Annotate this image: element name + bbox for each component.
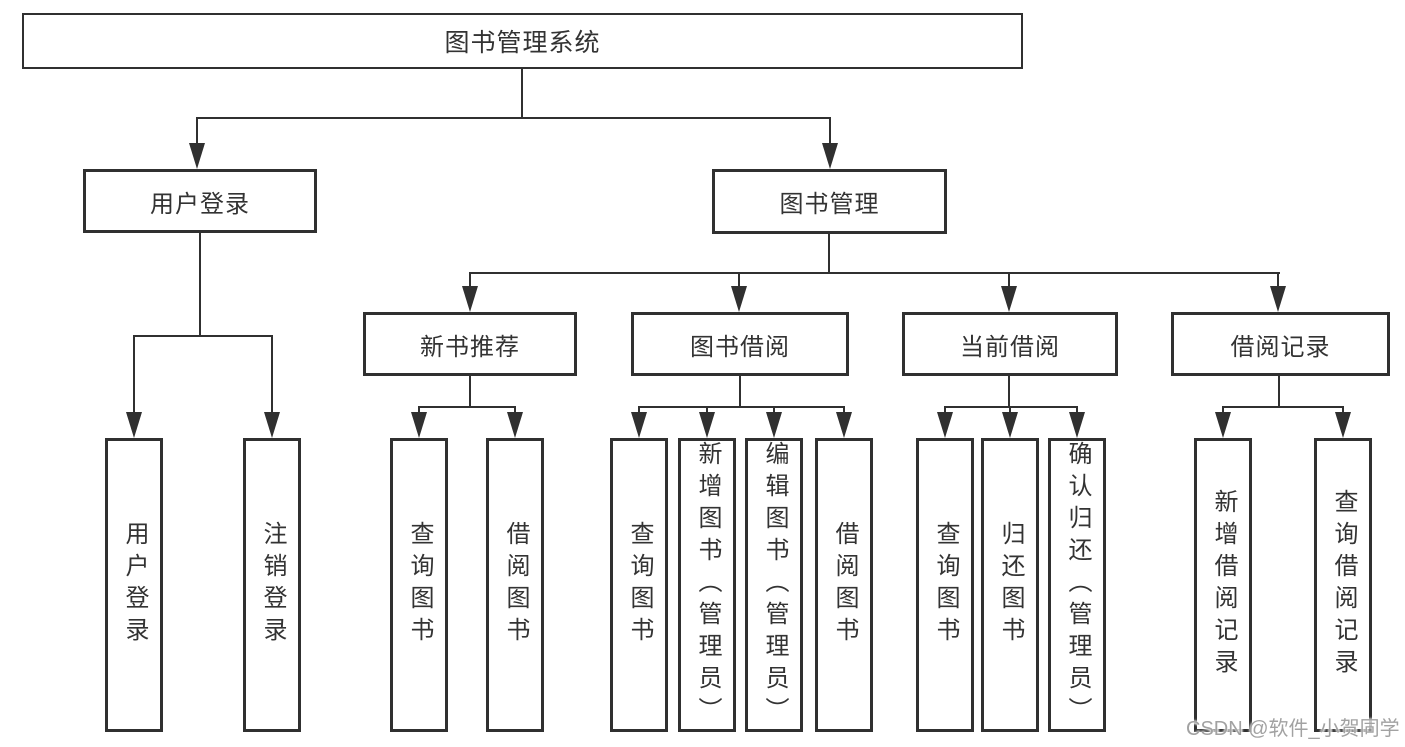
arrow-down-icon xyxy=(836,412,852,438)
arrow-down-icon xyxy=(1215,412,1231,438)
leaf-user-login: 用户登录 xyxy=(105,438,163,732)
arrow-down-icon xyxy=(462,286,478,312)
connector-line xyxy=(828,234,830,274)
node-label: 当前借阅 xyxy=(960,333,1060,361)
leaf-label: 新增借阅记录 xyxy=(1210,489,1237,681)
arrow-down-icon xyxy=(126,412,142,438)
node-user-login: 用户登录 xyxy=(83,169,317,233)
arrow-down-icon xyxy=(1270,286,1286,312)
leaf-label: 借阅图书 xyxy=(831,521,858,649)
node-new-book-recommendation: 新书推荐 xyxy=(363,312,577,376)
node-label: 用户登录 xyxy=(150,190,250,218)
leaf-label: 查询图书 xyxy=(406,521,433,649)
node-book-management-system: 图书管理系统 xyxy=(22,13,1023,69)
connector-line xyxy=(944,406,1078,408)
arrow-down-icon xyxy=(699,412,715,438)
connector-line xyxy=(1008,376,1010,407)
connector-line xyxy=(418,406,420,414)
node-label: 新书推荐 xyxy=(420,333,520,361)
arrow-down-icon xyxy=(264,412,280,438)
leaf-borrow-books: 借阅图书 xyxy=(815,438,873,732)
leaf-query-books-recommend: 查询图书 xyxy=(390,438,448,732)
connector-line xyxy=(1278,376,1280,407)
connector-line xyxy=(514,406,516,414)
connector-line xyxy=(469,272,1280,274)
leaf-label: 新增图书（管理员） xyxy=(694,441,721,729)
connector-line xyxy=(199,232,201,337)
arrow-down-icon xyxy=(731,286,747,312)
arrow-down-icon xyxy=(1001,286,1017,312)
connector-line xyxy=(843,406,845,414)
connector-line xyxy=(469,376,471,407)
connector-line xyxy=(1076,406,1078,414)
node-current-borrowing: 当前借阅 xyxy=(902,312,1118,376)
connector-line xyxy=(196,117,198,147)
connector-line xyxy=(638,406,845,408)
arrow-down-icon xyxy=(189,143,205,169)
node-label: 图书管理 xyxy=(779,191,880,218)
connector-line xyxy=(521,69,523,118)
connector-line xyxy=(133,335,135,414)
connector-line xyxy=(418,406,516,408)
connector-line xyxy=(1222,406,1224,414)
leaf-label: 归还图书 xyxy=(997,521,1024,649)
leaf-borrow-books-recommend: 借阅图书 xyxy=(486,438,544,732)
connector-line xyxy=(706,406,708,414)
node-borrowing-records: 借阅记录 xyxy=(1171,312,1390,376)
arrow-down-icon xyxy=(822,143,838,169)
leaf-label: 查询图书 xyxy=(932,521,959,649)
connector-line xyxy=(1277,272,1279,288)
arrow-down-icon xyxy=(1069,412,1085,438)
leaf-add-borrow-record: 新增借阅记录 xyxy=(1194,438,1252,732)
arrow-down-icon xyxy=(1335,412,1351,438)
leaf-confirm-return-admin: 确认归还（管理员） xyxy=(1048,438,1106,732)
node-label: 图书借阅 xyxy=(690,333,790,361)
node-label: 借阅记录 xyxy=(1230,333,1331,361)
connector-line xyxy=(1008,272,1010,288)
connector-line xyxy=(1342,406,1344,414)
node-label: 图书管理系统 xyxy=(444,29,601,57)
arrow-down-icon xyxy=(507,412,523,438)
leaf-return-books: 归还图书 xyxy=(981,438,1039,732)
leaf-add-book-admin: 新增图书（管理员） xyxy=(678,438,736,732)
leaf-label: 查询借阅记录 xyxy=(1330,489,1357,681)
arrow-down-icon xyxy=(1002,412,1018,438)
connector-line xyxy=(638,406,640,414)
connector-line xyxy=(271,335,273,414)
node-book-management: 图书管理 xyxy=(712,169,947,234)
arrow-down-icon xyxy=(766,412,782,438)
connector-line xyxy=(738,272,740,288)
leaf-query-books-borrow: 查询图书 xyxy=(610,438,668,732)
leaf-label: 确认归还（管理员） xyxy=(1064,441,1091,729)
node-book-borrowing: 图书借阅 xyxy=(631,312,849,376)
connector-line xyxy=(469,272,471,288)
arrow-down-icon xyxy=(937,412,953,438)
connector-line xyxy=(944,406,946,414)
connector-line xyxy=(739,376,741,407)
arrow-down-icon xyxy=(631,412,647,438)
connector-line xyxy=(773,406,775,414)
connector-line xyxy=(829,117,831,147)
leaf-label: 编辑图书（管理员） xyxy=(761,441,788,729)
connector-line xyxy=(1009,406,1011,414)
leaf-logout: 注销登录 xyxy=(243,438,301,732)
arrow-down-icon xyxy=(411,412,427,438)
connector-line xyxy=(1222,406,1344,408)
connector-line xyxy=(196,117,831,119)
watermark: CSDN @软件_小贺同学 xyxy=(1186,718,1400,740)
leaf-label: 查询图书 xyxy=(626,521,653,649)
leaf-query-books-current: 查询图书 xyxy=(916,438,974,732)
leaf-label: 注销登录 xyxy=(259,521,286,649)
leaf-edit-book-admin: 编辑图书（管理员） xyxy=(745,438,803,732)
leaf-label: 借阅图书 xyxy=(502,521,529,649)
connector-line xyxy=(133,335,273,337)
leaf-query-borrow-record: 查询借阅记录 xyxy=(1314,438,1372,732)
leaf-label: 用户登录 xyxy=(121,521,148,649)
